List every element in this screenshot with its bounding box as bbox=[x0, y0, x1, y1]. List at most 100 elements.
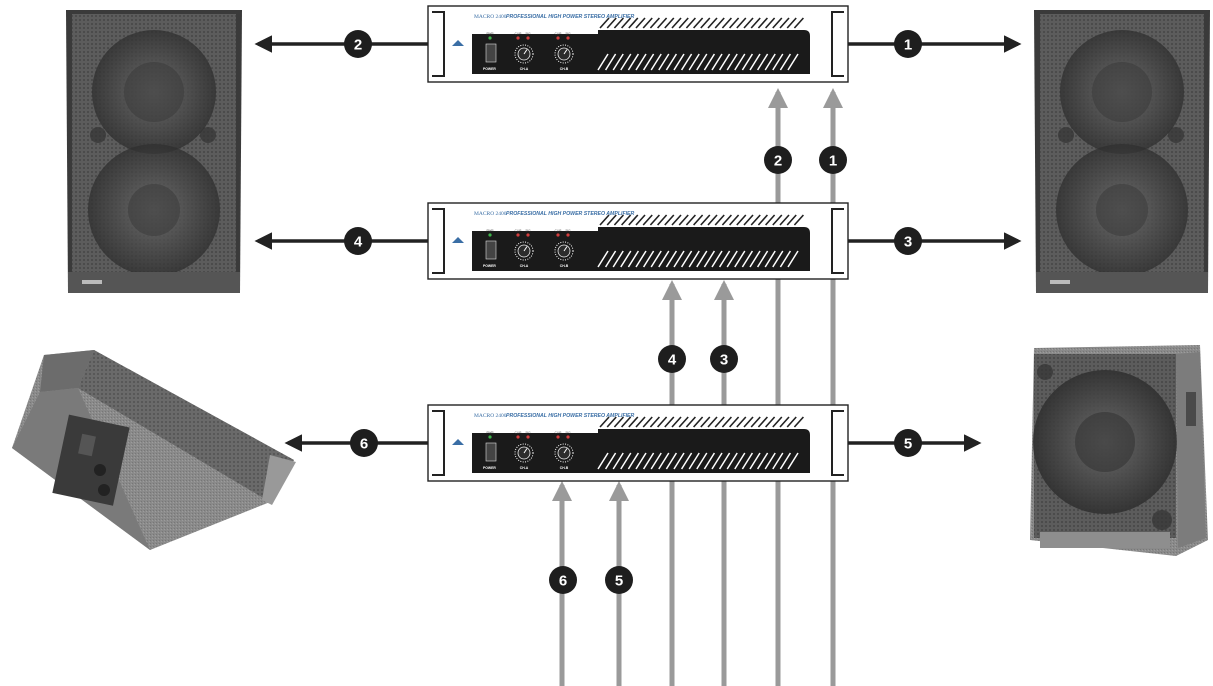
amp-control-panel bbox=[472, 227, 810, 271]
svg-text:3: 3 bbox=[904, 234, 912, 251]
knob-label: CH-A bbox=[520, 67, 529, 71]
status-led bbox=[566, 435, 570, 439]
channel-b-gain-knob[interactable] bbox=[554, 241, 574, 261]
status-led bbox=[526, 233, 530, 237]
rack-handle-right bbox=[831, 410, 844, 476]
knob-label: CH-A bbox=[520, 264, 529, 268]
brand-logo-icon bbox=[452, 237, 464, 243]
brand-logo-icon bbox=[452, 439, 464, 445]
amp-title: PROFESSIONAL HIGH POWER STEREO AMPLIFIER bbox=[506, 413, 635, 419]
rack-handle-left bbox=[432, 410, 445, 476]
rack-handle-right bbox=[831, 11, 844, 77]
channel-b-gain-knob[interactable] bbox=[554, 443, 574, 463]
knob-label: CH-A bbox=[520, 466, 529, 470]
amp-vent-slats bbox=[599, 17, 804, 29]
led-label: SIG bbox=[525, 32, 531, 36]
input-badge-amp2-4: 4 bbox=[658, 345, 686, 373]
power-label: POWER bbox=[483, 264, 496, 268]
amp-vent-slats-lower bbox=[597, 250, 799, 268]
svg-text:4: 4 bbox=[668, 352, 677, 369]
led-label: PWR bbox=[487, 431, 495, 435]
channel-b-gain-knob[interactable] bbox=[554, 44, 574, 64]
channel-a-gain-knob[interactable] bbox=[514, 443, 534, 463]
output-badge-amp1-right: 1 bbox=[894, 30, 922, 58]
output-arrows bbox=[254, 35, 1022, 452]
full-range-speaker-icon bbox=[1034, 10, 1210, 293]
led-label: CLIP bbox=[555, 229, 562, 233]
led-label: SIG bbox=[565, 32, 571, 36]
amp-title: PROFESSIONAL HIGH POWER STEREO AMPLIFIER bbox=[506, 211, 635, 217]
status-led bbox=[516, 435, 520, 439]
amp-title: PROFESSIONAL HIGH POWER STEREO AMPLIFIER bbox=[506, 14, 635, 20]
amp-brand: MACRO 2400 bbox=[474, 413, 507, 419]
led-label: CLIP bbox=[515, 32, 522, 36]
input-badges: 2 1 4 3 6 5 bbox=[549, 146, 847, 594]
led-label: CLIP bbox=[555, 32, 562, 36]
amp-vent-slats-lower bbox=[597, 452, 799, 470]
amp-vent-slats bbox=[599, 214, 804, 226]
amp-control-panel bbox=[472, 30, 810, 74]
subwoofer-icon bbox=[1030, 345, 1208, 556]
knob-label: CH-B bbox=[560, 264, 569, 268]
output-badge-amp2-left: 4 bbox=[344, 227, 372, 255]
amp-vent-slats-lower bbox=[597, 53, 799, 71]
led-label: SIG bbox=[525, 431, 531, 435]
svg-text:5: 5 bbox=[904, 436, 912, 453]
amp-brand: MACRO 2400 bbox=[474, 211, 507, 217]
floor-monitor-icon bbox=[12, 350, 296, 550]
input-badge-amp1-2: 2 bbox=[764, 146, 792, 174]
channel-a-gain-knob[interactable] bbox=[514, 241, 534, 261]
output-badge-amp3-left: 6 bbox=[350, 429, 378, 457]
status-led bbox=[526, 36, 530, 40]
status-led bbox=[556, 36, 560, 40]
input-badge-amp1-1: 1 bbox=[819, 146, 847, 174]
status-led bbox=[556, 233, 560, 237]
rack-handle-left bbox=[432, 208, 445, 274]
svg-text:5: 5 bbox=[615, 573, 623, 590]
full-range-speaker-icon bbox=[66, 10, 242, 293]
power-switch[interactable] bbox=[485, 240, 497, 260]
power-label: POWER bbox=[483, 67, 496, 71]
input-badge-amp3-5: 5 bbox=[605, 566, 633, 594]
knob-label: CH-B bbox=[560, 466, 569, 470]
amp-control-panel bbox=[472, 429, 810, 473]
svg-text:1: 1 bbox=[829, 153, 837, 170]
amp-brand: MACRO 2400 bbox=[474, 14, 507, 20]
power-switch[interactable] bbox=[485, 43, 497, 63]
status-led bbox=[556, 435, 560, 439]
rack-handle-right bbox=[831, 208, 844, 274]
status-led bbox=[488, 435, 492, 439]
amp-vent-slats bbox=[599, 416, 804, 428]
led-label: SIG bbox=[565, 229, 571, 233]
knob-label: CH-B bbox=[560, 67, 569, 71]
status-led bbox=[488, 233, 492, 237]
brand-logo-icon bbox=[452, 40, 464, 46]
status-led bbox=[566, 233, 570, 237]
input-badge-amp3-6: 6 bbox=[549, 566, 577, 594]
svg-text:3: 3 bbox=[720, 352, 728, 369]
led-label: CLIP bbox=[555, 431, 562, 435]
led-label: PWR bbox=[487, 229, 495, 233]
power-switch[interactable] bbox=[485, 442, 497, 462]
rack-handle-left bbox=[432, 11, 445, 77]
svg-text:4: 4 bbox=[354, 234, 363, 251]
status-led bbox=[566, 36, 570, 40]
input-lines bbox=[552, 88, 843, 686]
led-label: PWR bbox=[487, 32, 495, 36]
led-label: SIG bbox=[565, 431, 571, 435]
output-badges: 2 1 4 3 6 5 bbox=[344, 30, 922, 457]
channel-a-gain-knob[interactable] bbox=[514, 44, 534, 64]
status-led bbox=[488, 36, 492, 40]
svg-text:6: 6 bbox=[559, 573, 567, 590]
led-label: SIG bbox=[525, 229, 531, 233]
output-badge-amp3-right: 5 bbox=[894, 429, 922, 457]
output-badge-amp2-right: 3 bbox=[894, 227, 922, 255]
power-label: POWER bbox=[483, 466, 496, 470]
status-led bbox=[526, 435, 530, 439]
led-label: CLIP bbox=[515, 431, 522, 435]
